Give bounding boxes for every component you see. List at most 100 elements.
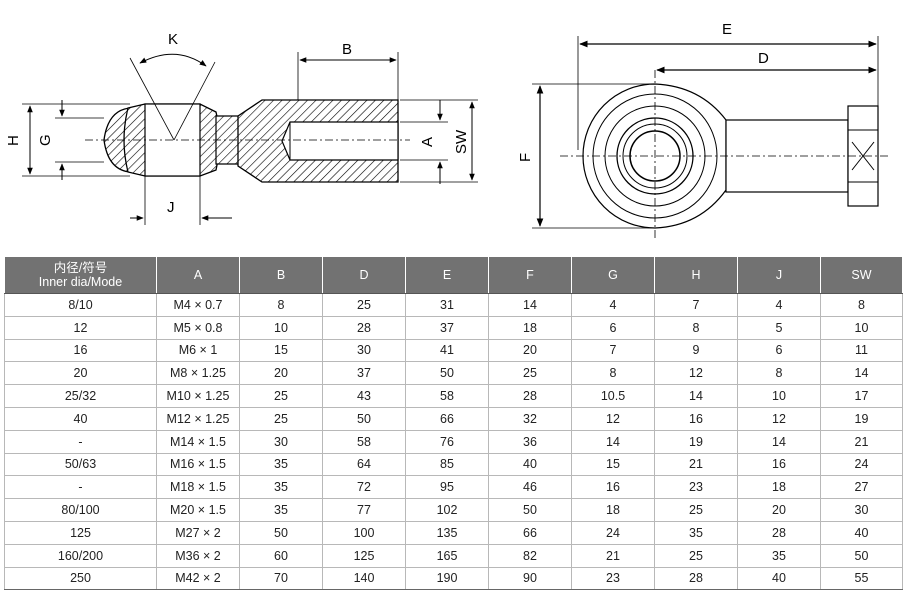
table-cell: 7 [654,293,738,317]
table-cell: M27 × 2 [156,520,240,545]
table-cell: 23 [571,566,655,591]
table-cell: 21 [820,429,903,454]
table-cell: 60 [239,543,323,568]
table-cell: 9 [654,338,738,363]
table-cell: M4 × 0.7 [156,293,240,317]
table-cell: 77 [322,498,406,522]
table-cell: 165 [405,543,489,568]
table-cell: 4 [571,293,655,317]
table-cell: 10 [820,315,903,340]
table-cell: 55 [820,566,903,591]
table-cell: - [4,475,157,500]
table-cell: 100 [322,520,406,545]
table-cell: 8 [654,315,738,340]
table-cell: 10 [239,315,323,340]
table-cell: - [4,429,157,454]
table-cell: 85 [405,452,489,477]
header-D: D [322,256,406,294]
label-B: B [342,41,352,58]
header-J: J [737,256,821,294]
header-E: E [405,256,489,294]
table-cell: 30 [820,498,903,522]
table-cell: 8 [737,361,821,386]
table-cell: 125 [4,520,157,545]
table-cell: 30 [322,338,406,363]
table-cell: 35 [239,498,323,522]
table-cell: 25 [322,293,406,317]
table-cell: 21 [654,452,738,477]
table-cell: 25 [488,361,572,386]
table-cell: 19 [820,406,903,431]
table-cell: 28 [654,566,738,591]
table-cell: 140 [322,566,406,591]
table-cell: 250 [4,566,157,591]
table-cell: 64 [322,452,406,477]
table-cell: M12 × 1.25 [156,406,240,431]
table-cell: 82 [488,543,572,568]
table-cell: 6 [571,315,655,340]
table-cell: 4 [737,293,821,317]
header-H: H [654,256,738,294]
table-cell: M20 × 1.5 [156,498,240,522]
table-cell: 50 [322,406,406,431]
table-cell: 10 [737,384,821,408]
table-cell: 19 [654,429,738,454]
table-cell: 35 [239,452,323,477]
table-cell: M36 × 2 [156,543,240,568]
table-cell: M18 × 1.5 [156,475,240,500]
table-cell: 35 [239,475,323,500]
table-cell: 20 [737,498,821,522]
table-cell: 14 [737,429,821,454]
table-cell: 8 [571,361,655,386]
table-cell: 25 [239,406,323,431]
table-cell: 16 [4,338,157,363]
label-J: J [167,199,175,216]
table-cell: M6 × 1 [156,338,240,363]
table-cell: M10 × 1.25 [156,384,240,408]
table-cell: 28 [322,315,406,340]
table-cell: 12 [4,315,157,340]
table-cell: 28 [488,384,572,408]
table-cell: 24 [571,520,655,545]
table-cell: 12 [654,361,738,386]
label-A: A [419,137,436,147]
table-cell: 25/32 [4,384,157,408]
side-view [22,52,478,225]
table-cell: 90 [488,566,572,591]
table-cell: 11 [820,338,903,363]
table-cell: 16 [737,452,821,477]
table-cell: 46 [488,475,572,500]
table-cell: 20 [488,338,572,363]
table-cell: M14 × 1.5 [156,429,240,454]
table-cell: 14 [488,293,572,317]
table-cell: M8 × 1.25 [156,361,240,386]
table-cell: 15 [239,338,323,363]
table-cell: 15 [571,452,655,477]
table-cell: 14 [654,384,738,408]
table-cell: 12 [737,406,821,431]
table-cell: 66 [488,520,572,545]
table-header-row: 内径/符号 Inner dia/Mode A B D E F G H J SW [4,256,903,294]
table-cell: 17 [820,384,903,408]
header-B: B [239,256,323,294]
front-view [532,36,890,240]
header-G: G [571,256,655,294]
table-cell: 8 [820,293,903,317]
table-cell: 41 [405,338,489,363]
table-cell: 70 [239,566,323,591]
table-cell: 10.5 [571,384,655,408]
table-cell: 58 [322,429,406,454]
table-cell: M16 × 1.5 [156,452,240,477]
table-cell: 23 [654,475,738,500]
label-K: K [168,31,178,48]
table-cell: 35 [654,520,738,545]
table-cell: 18 [737,475,821,500]
table-cell: 125 [322,543,406,568]
